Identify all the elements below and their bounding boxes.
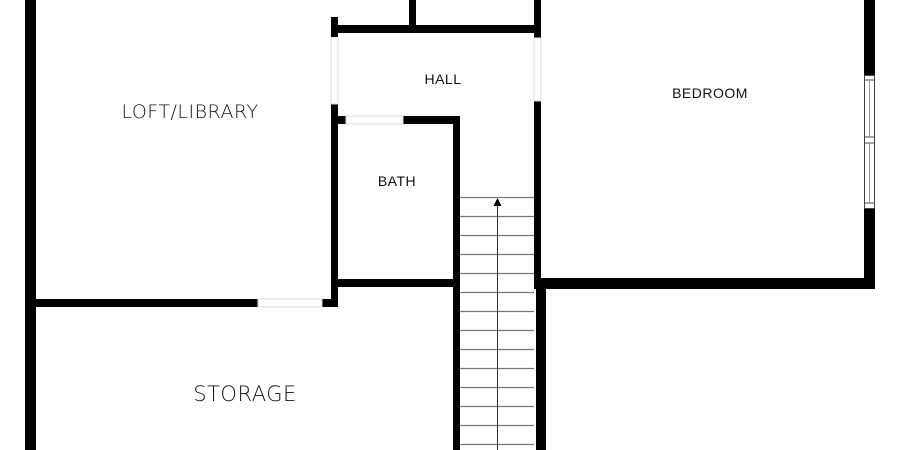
door-loft-storage[interactable] xyxy=(257,298,323,308)
wall-right-upper xyxy=(864,0,875,75)
wall-stair-left xyxy=(453,116,460,450)
wall-stair-right xyxy=(534,101,541,289)
wall-loft-bath xyxy=(331,104,338,307)
wall-closet-divider xyxy=(409,0,416,30)
wall-loft-bath-stub xyxy=(338,116,346,124)
wall-loft-storage-stub xyxy=(322,299,338,307)
bedroom-window xyxy=(864,75,875,209)
opening-hall-loft xyxy=(330,37,339,105)
wall-right-lower xyxy=(864,208,875,289)
room-label-hall: HALL xyxy=(424,71,462,87)
staircase xyxy=(460,196,534,450)
wall-loft-storage xyxy=(36,299,258,307)
wall-hall-top xyxy=(331,25,541,33)
room-label-bedroom: BEDROOM xyxy=(672,85,748,101)
wall-bedroom-bottom xyxy=(541,278,875,289)
room-label-storage: STORAGE xyxy=(193,382,297,406)
walls xyxy=(25,0,875,450)
room-label-loft: LOFT/LIBRARY xyxy=(121,101,259,123)
stair-up-arrow-icon xyxy=(493,198,502,206)
room-label-bath: BATH xyxy=(377,173,417,189)
wall-left-exterior xyxy=(25,0,36,450)
wall-bath-top xyxy=(403,116,460,124)
wall-hall-right-upper xyxy=(534,0,541,38)
door-bath[interactable] xyxy=(345,115,404,125)
wall-bath-bottom xyxy=(338,279,453,287)
opening-hall-bedroom xyxy=(533,37,542,102)
door-openings xyxy=(257,37,542,308)
wall-stair-right-lower xyxy=(536,285,546,450)
